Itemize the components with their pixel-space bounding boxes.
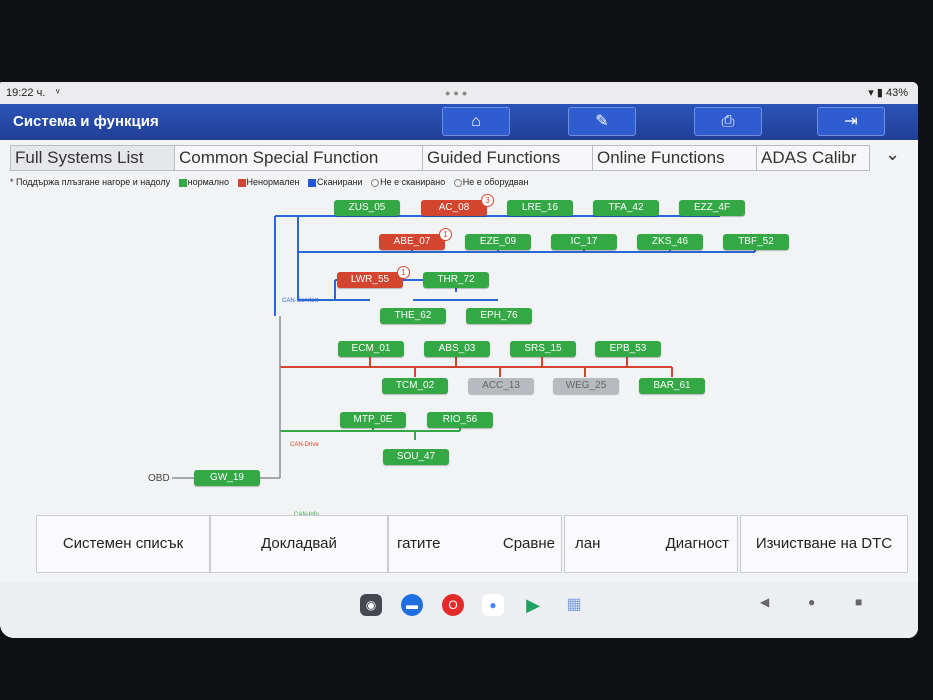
module-lre-16[interactable]: LRE_16 <box>507 200 573 216</box>
obd-label: OBD <box>148 473 170 484</box>
tab-common-special-function[interactable]: Common Special Function <box>174 145 424 171</box>
status-bar: 19:22 ч. ᵛ ●●● ▾ ▮ 43% <box>0 82 918 104</box>
clear-dtc-button[interactable]: Изчистване на DTC <box>740 515 908 573</box>
module-tcm-02[interactable]: TCM_02 <box>382 378 448 394</box>
legend-note: * Поддържа плъзгане нагоре и надолу <box>10 177 171 187</box>
dtc-count-badge: 3 <box>481 194 494 207</box>
page-dots-icon: ●●● <box>445 88 471 98</box>
legend-swatch <box>307 178 316 187</box>
print-button[interactable]: ⎙ <box>694 107 762 136</box>
legend-normal: нормално <box>187 177 229 187</box>
assistant-icon[interactable]: ● <box>482 594 504 616</box>
legend-not-scanned: Не е сканирано <box>380 177 446 187</box>
module-bar-61[interactable]: BAR_61 <box>639 378 705 394</box>
exit-icon: ⇥ <box>844 113 858 130</box>
tab-adas-calibration[interactable]: ADAS Calibr <box>756 145 870 171</box>
module-ic-17[interactable]: IC_17 <box>551 234 617 250</box>
module-acc-13[interactable]: ACC_13 <box>468 378 534 394</box>
module-ezz-4f[interactable]: EZZ_4F <box>679 200 745 216</box>
exit-button[interactable]: ⇥ <box>817 107 885 136</box>
recents-icon[interactable]: ■ <box>855 595 863 609</box>
legend-not-equipped: Не е оборудван <box>462 177 529 187</box>
tab-guided-functions[interactable]: Guided Functions <box>422 145 596 171</box>
system-list-button[interactable]: Системен списък <box>36 515 210 573</box>
legend: * Поддържа плъзгане нагоре и надолу норм… <box>10 177 528 187</box>
play-store-icon[interactable]: ▶ <box>526 595 540 615</box>
android-taskbar: ◉ ▬ O ● ▶ ▦ ◀ ● ■ <box>0 582 918 638</box>
clock: 19:22 ч. <box>6 87 46 99</box>
module-thr-72[interactable]: THR_72 <box>423 272 489 288</box>
report-button[interactable]: Докладвай <box>210 515 388 573</box>
opera-icon[interactable]: O <box>442 594 464 616</box>
legend-swatch <box>453 178 462 187</box>
module-abs-03[interactable]: ABS_03 <box>424 341 490 357</box>
dtc-count-badge: 1 <box>397 266 410 279</box>
app-drawer-icon[interactable]: ▦ <box>566 596 582 613</box>
battery-icon: ▮ <box>876 87 883 99</box>
edit-button[interactable]: ✎ <box>568 107 636 136</box>
plan-diagnose-button[interactable]: лан Диагност <box>564 515 738 573</box>
topology-diagram[interactable]: CAN-Comfort CAN-Drive CAN-Info OBD GW_19… <box>0 190 918 518</box>
gateway-module[interactable]: GW_19 <box>194 470 260 486</box>
tab-online-functions[interactable]: Online Functions <box>592 145 758 171</box>
bus-label-drive: CAN-Drive <box>290 442 319 448</box>
bottom-actions: Системен списък Докладвай гатите Сравне … <box>30 515 910 573</box>
tablet-screen: 19:22 ч. ᵛ ●●● ▾ ▮ 43% Система и функция… <box>0 82 918 638</box>
plan-label: лан <box>575 535 601 552</box>
data-compare-button[interactable]: гатите Сравне <box>388 515 562 573</box>
camera-icon[interactable]: ◉ <box>360 594 382 616</box>
module-weg-25[interactable]: WEG_25 <box>553 378 619 394</box>
legend-swatch <box>237 178 246 187</box>
dtc-count-badge: 1 <box>439 228 452 241</box>
signal-icon: ᵛ <box>56 87 60 99</box>
data-label: гатите <box>397 535 441 552</box>
home-nav-icon[interactable]: ● <box>808 595 816 609</box>
home-button[interactable]: ⌂ <box>442 107 510 136</box>
module-sou-47[interactable]: SOU_47 <box>383 449 449 465</box>
compare-label: Сравне <box>502 535 555 552</box>
edit-icon: ✎ <box>595 113 609 130</box>
diagnose-label: Диагност <box>665 535 729 552</box>
module-tfa-42[interactable]: TFA_42 <box>593 200 659 216</box>
messages-icon[interactable]: ▬ <box>401 594 423 616</box>
legend-swatch <box>178 178 187 187</box>
module-zus-05[interactable]: ZUS_05 <box>334 200 400 216</box>
legend-swatch <box>371 178 380 187</box>
chevron-down-icon[interactable]: ⌄ <box>885 144 901 164</box>
tab-full-systems-list[interactable]: Full Systems List <box>10 145 176 171</box>
legend-abnormal: Ненормален <box>246 177 300 187</box>
module-mtp-0e[interactable]: MTP_0E <box>340 412 406 428</box>
battery-level: 43% <box>885 87 908 99</box>
module-eze-09[interactable]: EZE_09 <box>465 234 531 250</box>
wifi-icon: ▾ <box>868 87 874 99</box>
module-rio-56[interactable]: RIO_56 <box>427 412 493 428</box>
module-epb-53[interactable]: EPB_53 <box>595 341 661 357</box>
bus-label-comfort: CAN-Comfort <box>282 298 319 304</box>
module-tbf-52[interactable]: TBF_52 <box>723 234 789 250</box>
legend-scanned: Сканирани <box>316 177 363 187</box>
app-header: Система и функция ⌂ ✎ ⎙ ⇥ <box>0 104 918 140</box>
page-title: Система и функция <box>13 113 159 130</box>
module-the-62[interactable]: THE_62 <box>380 308 446 324</box>
back-icon[interactable]: ◀ <box>760 595 770 609</box>
module-srs-15[interactable]: SRS_15 <box>510 341 576 357</box>
print-icon: ⎙ <box>721 113 735 130</box>
function-tabs: Full Systems List Common Special Functio… <box>0 142 918 172</box>
module-zks-46[interactable]: ZKS_46 <box>637 234 703 250</box>
home-icon: ⌂ <box>471 113 481 130</box>
status-right: ▾ ▮ 43% <box>868 86 908 99</box>
module-eph-76[interactable]: EPH_76 <box>466 308 532 324</box>
module-ecm-01[interactable]: ECM_01 <box>338 341 404 357</box>
